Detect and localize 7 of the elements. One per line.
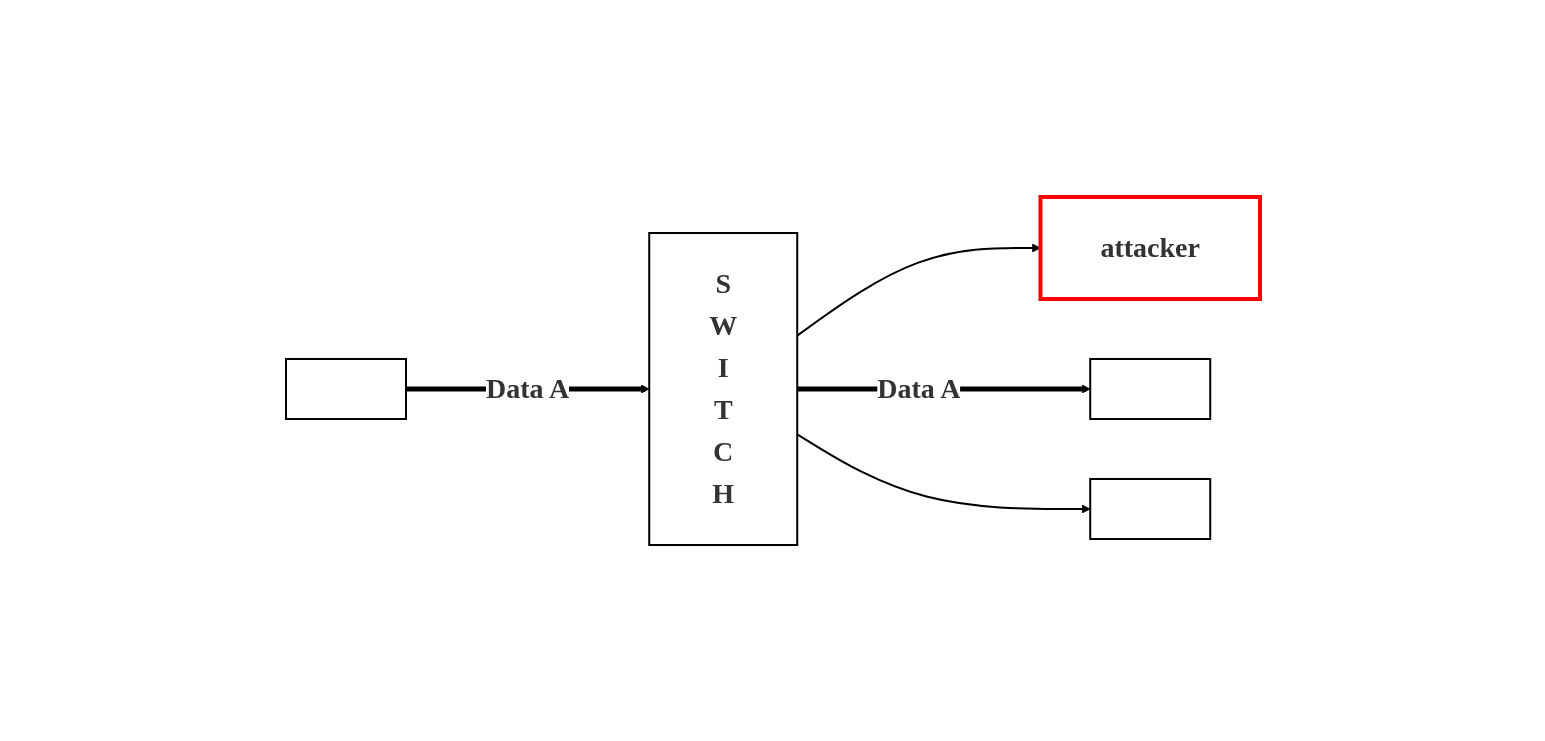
edge-label: Data A: [876, 372, 960, 404]
node-box: [284, 357, 407, 420]
edge-label: Data A: [485, 372, 569, 404]
node-box: [1088, 357, 1211, 420]
node-box: [1088, 477, 1211, 540]
node-box: S W I T C H: [647, 231, 798, 546]
node-box: attacker: [1037, 194, 1262, 301]
